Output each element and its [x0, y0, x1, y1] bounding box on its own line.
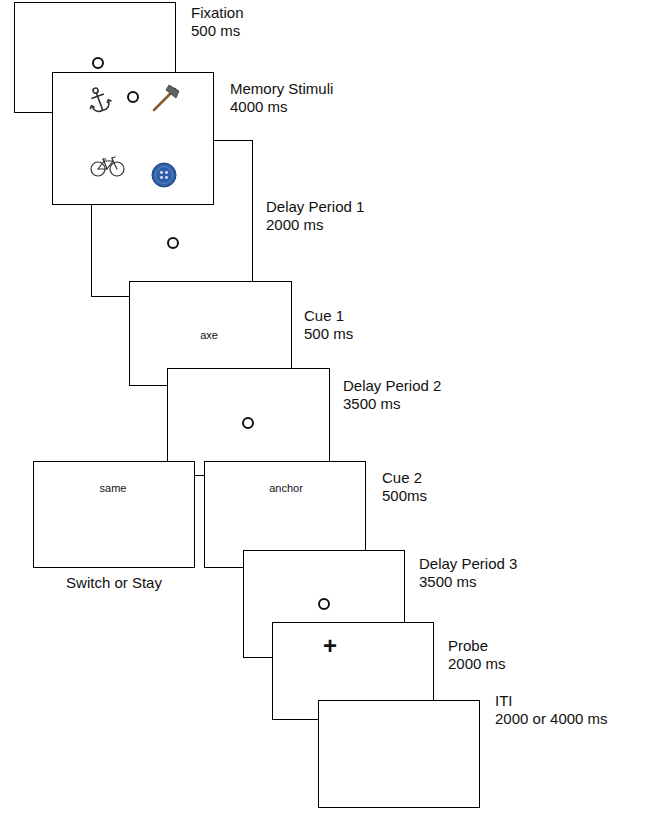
screen-name: Fixation [191, 4, 244, 22]
screen-name: Probe [448, 637, 506, 655]
fixation-circle [168, 369, 329, 475]
label-group: Cue 1500 ms [304, 307, 353, 343]
text-holder: + [323, 633, 337, 659]
fixation-cross: + [323, 633, 337, 659]
label-group: Delay Period 33500 ms [419, 555, 517, 591]
duration-label: 3500 ms [419, 573, 517, 591]
text-holder: same [100, 482, 127, 494]
text-holder: axe [200, 329, 218, 341]
duration-label: 2000 ms [266, 216, 364, 234]
cue-word: axe [200, 329, 218, 341]
text-holder: anchor [269, 482, 303, 494]
duration-label: 500ms [382, 487, 427, 505]
label-group: Memory Stimuli4000 ms [230, 80, 333, 116]
cue-word: same [100, 482, 127, 494]
label-group: Cue 2500ms [382, 469, 427, 505]
label-group: Delay Period 12000 ms [266, 198, 364, 234]
duration-label: 500 ms [191, 22, 244, 40]
duration-label: 3500 ms [343, 395, 441, 413]
screen-name: Delay Period 3 [419, 555, 517, 573]
screen-name: Memory Stimuli [230, 80, 333, 98]
label-group: Delay Period 23500 ms [343, 377, 441, 413]
label-group: Probe2000 ms [448, 637, 506, 673]
label-group: ITI2000 or 4000 ms [495, 692, 608, 728]
screen-name: ITI [495, 692, 608, 710]
screen-name: Delay Period 2 [343, 377, 441, 395]
condition-label: Switch or Stay [14, 574, 214, 592]
screen-box: Delay Period 23500 ms [167, 368, 330, 476]
duration-label: 2000 or 4000 ms [495, 710, 608, 728]
duration-label: 500 ms [304, 325, 353, 343]
label-group: Fixation500 ms [191, 4, 244, 40]
duration-label: 4000 ms [230, 98, 333, 116]
memory-stimuli-illustration [53, 73, 213, 204]
screen-box: sameSwitch or Stay [33, 461, 195, 568]
label-group: Switch or Stay [14, 574, 214, 592]
screen-box: ITI2000 or 4000 ms [318, 700, 480, 808]
screen-name: Delay Period 1 [266, 198, 364, 216]
duration-label: 2000 ms [448, 655, 506, 673]
cue-word: anchor [269, 482, 303, 494]
screen-name: Cue 1 [304, 307, 353, 325]
screen-name: Cue 2 [382, 469, 427, 487]
screen-box: Memory Stimuli4000 ms [52, 72, 214, 205]
